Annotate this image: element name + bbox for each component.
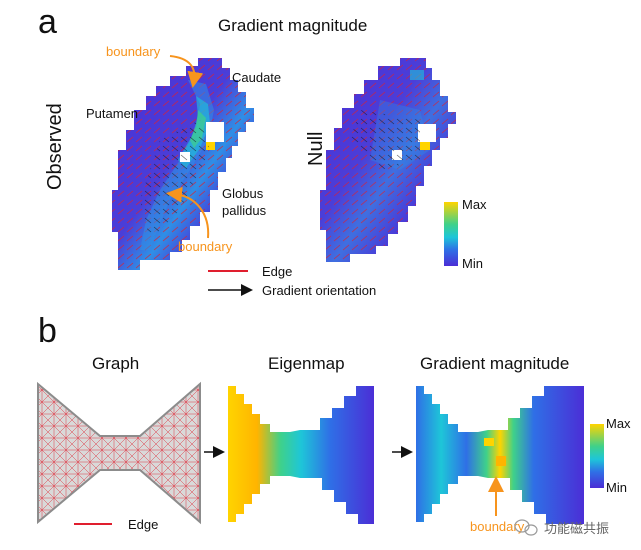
gradient-title: Gradient magnitude — [420, 354, 570, 373]
graph-title: Graph — [92, 354, 140, 373]
eigenmap-title: Eigenmap — [268, 354, 345, 373]
boundary-label-bottom: boundary — [178, 239, 233, 254]
legend-gradient-label: Gradient orientation — [262, 283, 377, 298]
caudate-label: Caudate — [232, 70, 282, 85]
legend-edge-label: Edge — [262, 264, 293, 279]
colorbar-a-min: Min — [462, 256, 483, 271]
colorbar-b — [590, 424, 604, 488]
colorbar-b-min: Min — [606, 480, 627, 495]
watermark-text: 功能磁共振 — [544, 521, 610, 536]
boundary-label-b: boundary — [470, 519, 525, 534]
panel-b-letter: b — [38, 312, 57, 350]
panel-a-letter: a — [38, 3, 57, 41]
colorbar-a-max: Max — [462, 197, 487, 212]
globus-label-line2: pallidus — [222, 203, 267, 218]
globus-label-line1: Globus — [222, 186, 264, 201]
putamen-label: Putamen — [86, 106, 139, 121]
graph-edge-label: Edge — [128, 517, 159, 532]
boundary-label-top: boundary — [106, 44, 161, 59]
panel-a-title: Gradient magnitude — [218, 16, 368, 35]
colorbar-b-max: Max — [606, 416, 631, 431]
colorbar-a — [444, 202, 458, 266]
